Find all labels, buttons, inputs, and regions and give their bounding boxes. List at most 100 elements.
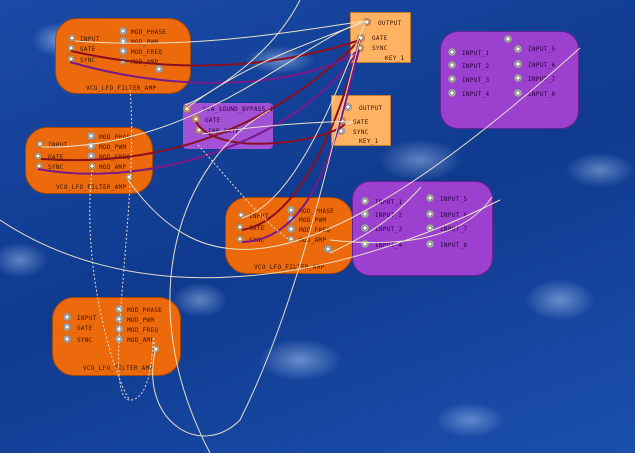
port-label: MOD_PWM [127, 317, 155, 324]
vco-module-3[interactable]: INPUT GATE SYNC MOD_PHASE MOD_PWM MOD_FR… [225, 197, 353, 274]
port-input[interactable] [63, 313, 71, 321]
port-gate[interactable] [338, 117, 346, 125]
port-label: INPUT [48, 142, 68, 149]
port-input-8[interactable] [514, 89, 522, 97]
port-label: MOD_PWM [99, 144, 127, 151]
port-sync[interactable] [67, 55, 75, 63]
port-input-2[interactable] [361, 210, 369, 218]
port-gate[interactable] [236, 223, 244, 231]
module-title: VCA_SOUND_BYPASS_1 [203, 106, 274, 113]
port-label: MOD_AMP [299, 237, 327, 244]
port-input-4[interactable] [361, 240, 369, 248]
port-sync[interactable] [337, 127, 345, 135]
port-label: SYNC [249, 237, 265, 244]
port-label: INPUT_2 [375, 212, 403, 219]
port-mod-phase[interactable] [87, 132, 95, 140]
port-label: INPUT_7 [440, 226, 468, 233]
port-label: MOD_FREQ [131, 49, 163, 56]
port-input-5[interactable] [426, 194, 434, 202]
module-title: VCO_LFO_FILTER_AMP [86, 85, 157, 92]
port-input-6[interactable] [426, 210, 434, 218]
port-label: GATE [249, 225, 265, 232]
port-output[interactable] [125, 173, 133, 181]
port-label: INPUT [77, 315, 97, 322]
key-module-2[interactable]: OUTPUT GATE SYNC KEY_1 [331, 95, 391, 146]
port-mod-pwm[interactable] [115, 315, 123, 323]
port-mod-phase[interactable] [119, 27, 127, 35]
port-vca-in[interactable] [183, 105, 191, 113]
port-label: SYNC [48, 164, 64, 171]
mixer-module-1[interactable]: INPUT_1 INPUT_2 INPUT_3 INPUT_4 INPUT_5 … [440, 31, 579, 129]
key-module-1[interactable]: OUTPUT GATE SYNC KEY_1 [350, 12, 411, 63]
port-label: GATE [80, 46, 96, 53]
port-label: INPUT_2 [462, 63, 490, 70]
port-mod-pwm[interactable] [287, 215, 295, 223]
port-label: INPUT [80, 36, 100, 43]
port-input[interactable] [237, 211, 245, 219]
port-mod-amp[interactable] [115, 335, 123, 343]
port-mod-amp[interactable] [287, 235, 295, 243]
port-input-3[interactable] [448, 75, 456, 83]
port-label: OUTPUT [359, 105, 383, 112]
port-sync[interactable] [35, 162, 43, 170]
port-mod-amp[interactable] [119, 57, 127, 65]
port-gate[interactable] [63, 323, 71, 331]
port-mod-freq[interactable] [287, 225, 295, 233]
port-label: SYNC [77, 337, 93, 344]
vca-module[interactable]: VCA_SOUND_BYPASS_1 GATE INP_GATE [183, 103, 273, 149]
port-output[interactable] [152, 345, 160, 353]
port-mod-pwm[interactable] [119, 37, 127, 45]
port-inp-gate[interactable] [195, 126, 203, 134]
port-mod-phase[interactable] [115, 305, 123, 313]
port-input[interactable] [68, 34, 76, 42]
port-label: GATE [48, 154, 64, 161]
vco-module-4[interactable]: INPUT GATE SYNC MOD_PHASE MOD_PWM MOD_FR… [52, 297, 181, 376]
port-output[interactable] [363, 18, 371, 26]
port-gate[interactable] [357, 34, 365, 42]
port-sync[interactable] [236, 235, 244, 243]
port-gate[interactable] [67, 44, 75, 52]
port-input-1[interactable] [448, 48, 456, 56]
port-input-5[interactable] [514, 45, 522, 53]
port-mod-pwm[interactable] [87, 142, 95, 150]
port-label: MOD_AMP [99, 164, 127, 171]
port-input-3[interactable] [361, 224, 369, 232]
port-input-2[interactable] [448, 61, 456, 69]
vco-module-2[interactable]: INPUT GATE SYNC MOD_PHASE MOD_PWM MOD_FR… [25, 127, 153, 194]
port-output[interactable] [155, 65, 163, 73]
port-mod-freq[interactable] [87, 152, 95, 160]
vco-module-1[interactable]: INPUT GATE SYNC MOD_PHASE MOD_PWM MOD_FR… [55, 18, 191, 94]
port-label: INPUT_3 [375, 226, 403, 233]
port-input-7[interactable] [514, 74, 522, 82]
port-label: INPUT_7 [528, 76, 556, 83]
port-mod-freq[interactable] [119, 47, 127, 55]
module-title: VCO_LFO_FILTER_AMP [83, 365, 154, 372]
port-label: MOD_AMP [131, 59, 159, 66]
port-label: INPUT_8 [528, 91, 556, 98]
port-output[interactable] [344, 103, 352, 111]
port-input-6[interactable] [514, 60, 522, 68]
port-label: INP_GATE [208, 128, 240, 135]
port-mod-freq[interactable] [115, 325, 123, 333]
port-gate[interactable] [34, 152, 42, 160]
port-label: MOD_PWM [299, 217, 327, 224]
port-label: MOD_PHASE [299, 208, 335, 215]
port-input-1[interactable] [361, 197, 369, 205]
port-sync[interactable] [356, 44, 364, 52]
port-mixer-output[interactable] [504, 35, 512, 43]
port-input-8[interactable] [426, 240, 434, 248]
port-input-4[interactable] [448, 89, 456, 97]
port-label: INPUT_1 [462, 50, 490, 57]
port-label: MOD_FREQ [127, 327, 159, 334]
module-title: VCO_LFO_FILTER_AMP [56, 184, 127, 191]
port-input[interactable] [36, 140, 44, 148]
port-label: INPUT_4 [375, 242, 403, 249]
port-input-7[interactable] [426, 224, 434, 232]
port-mod-amp[interactable] [88, 162, 96, 170]
mixer-module-2[interactable]: INPUT_1 INPUT_2 INPUT_3 INPUT_4 INPUT_5 … [352, 181, 493, 276]
port-output[interactable] [324, 245, 332, 253]
port-label: SYNC [372, 45, 388, 52]
port-gate[interactable] [192, 115, 200, 123]
port-sync[interactable] [63, 335, 71, 343]
port-mod-phase[interactable] [287, 206, 295, 214]
